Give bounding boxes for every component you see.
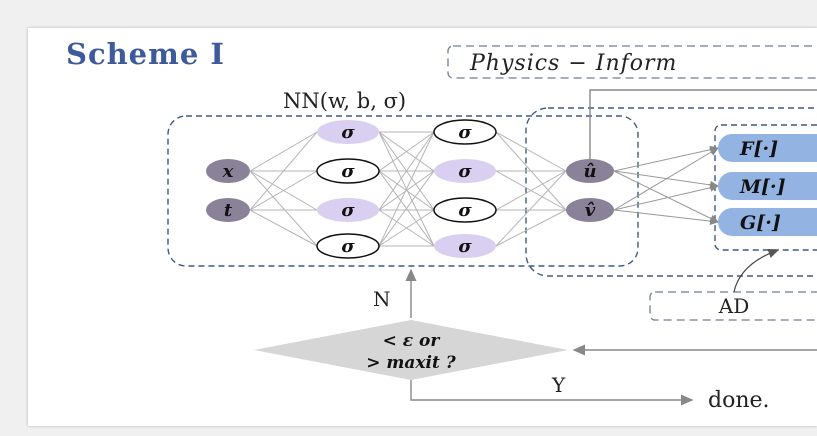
edge-hidden1-hidden2 xyxy=(378,170,435,247)
hidden-node: σ xyxy=(317,120,379,144)
hidden-node-label: σ xyxy=(341,200,355,221)
banner-text: Physics − Inform xyxy=(469,51,677,76)
edge-hidden1-hidden2 xyxy=(378,131,435,247)
hidden-node: σ xyxy=(434,159,496,183)
edge-hidden2-output xyxy=(495,209,567,247)
output-node-label: û xyxy=(583,161,596,182)
banner-box xyxy=(447,45,817,79)
hidden-node-label: σ xyxy=(458,200,472,221)
edge-input-hidden1 xyxy=(249,131,318,211)
operator-node: G[·] xyxy=(718,208,817,236)
scheme-title: Scheme I xyxy=(66,37,225,71)
edge-hidden2-output xyxy=(495,170,567,211)
edge-output-operator xyxy=(613,170,719,223)
operator-label: G[·] xyxy=(740,212,781,234)
input-node-label: t xyxy=(224,200,233,221)
operator-node: M[·] xyxy=(718,172,817,200)
edge-hidden1-hidden2 xyxy=(378,170,435,211)
output-node: û xyxy=(566,159,614,183)
input-node-label: x xyxy=(222,161,234,182)
hidden-node-label: σ xyxy=(341,236,355,257)
network-connections xyxy=(249,131,719,247)
operator-label: M[·] xyxy=(739,176,786,198)
edge-input-hidden1 xyxy=(249,170,318,247)
decision-diamond xyxy=(254,320,568,380)
yes-label: Y xyxy=(551,373,566,397)
network-label: NN(w, b, σ) xyxy=(283,89,406,113)
decision-line-1: < ε or xyxy=(383,331,441,351)
edge-hidden1-hidden2 xyxy=(378,209,435,247)
hidden-node: σ xyxy=(434,234,496,258)
ad-arrow xyxy=(733,248,780,293)
operator-label: F[·] xyxy=(739,138,778,160)
hidden-node: σ xyxy=(317,198,379,222)
output-node-label: v̂ xyxy=(585,200,596,221)
edge-output-operator xyxy=(613,209,719,226)
hidden-node: σ xyxy=(433,119,497,145)
hidden-node: σ xyxy=(316,233,380,259)
network-box xyxy=(167,115,639,267)
scheme-panel: Scheme I Physics − Inform NN(w, b, σ) x … xyxy=(28,28,817,426)
edge-hidden2-output xyxy=(495,170,567,247)
hidden-node: σ xyxy=(433,197,497,223)
hidden-node-label: σ xyxy=(458,236,472,257)
edge-hidden1-hidden2 xyxy=(378,131,435,172)
ad-box xyxy=(649,291,817,321)
edge-output-operator xyxy=(613,147,719,211)
edge-hidden1-hidden2 xyxy=(378,131,435,211)
input-node: t xyxy=(206,198,250,222)
done-label: done. xyxy=(708,388,770,413)
hidden-node: σ xyxy=(316,158,380,184)
edge-input-hidden1 xyxy=(249,209,318,247)
no-label: N xyxy=(373,287,391,311)
hidden-node-label: σ xyxy=(341,122,355,143)
edge-output-operator xyxy=(613,183,719,211)
output-box xyxy=(525,107,817,277)
edge-hidden2-output xyxy=(495,131,567,172)
output-to-loss-line xyxy=(589,89,817,159)
scheme-diagram: Scheme I Physics − Inform NN(w, b, σ) x … xyxy=(66,37,817,413)
operator-node: F[·] xyxy=(718,134,817,162)
decision-line-2: > maxit ? xyxy=(366,353,457,373)
output-node: v̂ xyxy=(566,198,614,222)
ad-label: AD xyxy=(718,294,749,318)
hidden-node-label: σ xyxy=(458,122,472,143)
edge-output-operator xyxy=(613,145,719,172)
input-node: x xyxy=(206,159,250,183)
hidden-node-label: σ xyxy=(458,161,472,182)
done-arrow xyxy=(410,380,694,406)
edge-input-hidden1 xyxy=(249,131,318,172)
edge-input-hidden1 xyxy=(249,170,318,211)
hidden-node-label: σ xyxy=(341,161,355,182)
